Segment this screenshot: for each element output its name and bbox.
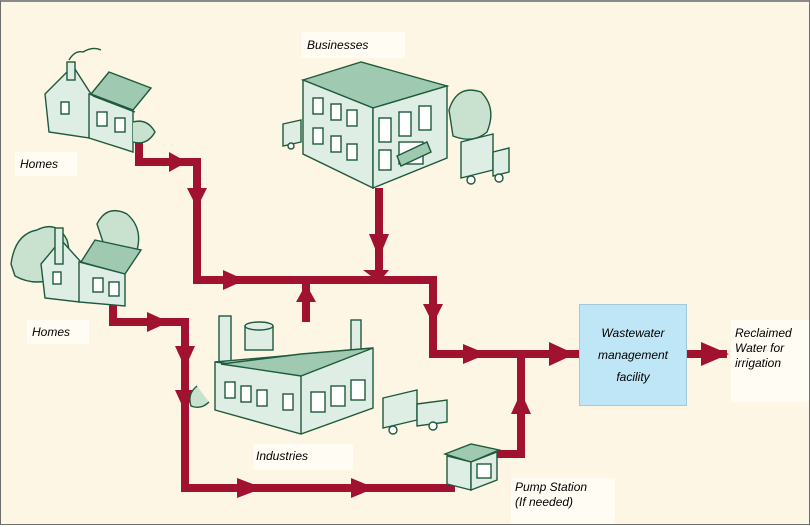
arrow-13 bbox=[237, 478, 263, 498]
arrow-14 bbox=[351, 478, 375, 498]
label-homes-bottom: Homes bbox=[29, 324, 74, 341]
office-building-icon bbox=[282, 61, 510, 190]
label-output-line1: Reclaimed bbox=[735, 326, 792, 340]
pipe-bottom-homes bbox=[109, 302, 455, 492]
truck-icon bbox=[382, 389, 448, 435]
label-industries: Industries bbox=[253, 448, 312, 465]
arrow-8 bbox=[463, 344, 487, 364]
arrow-4 bbox=[223, 270, 245, 290]
arrow-1 bbox=[169, 152, 187, 172]
facility-label-line2: management bbox=[597, 348, 669, 362]
label-pump-station-line2: (If needed) bbox=[513, 495, 590, 510]
facility-label-line1: Wastewater bbox=[601, 326, 665, 340]
arrow-5 bbox=[363, 270, 389, 282]
flow-arrows bbox=[147, 152, 729, 498]
arrow-6 bbox=[296, 284, 316, 302]
label-homes-top: Homes bbox=[17, 156, 62, 173]
label-pump-station: Pump Station (If needed) bbox=[513, 480, 590, 510]
arrow-16 bbox=[701, 342, 729, 366]
label-pump-station-line1: Pump Station bbox=[513, 480, 590, 495]
pump-station-icon bbox=[442, 443, 502, 492]
arrow-2 bbox=[187, 188, 207, 208]
house-icon bbox=[44, 47, 156, 153]
label-businesses: Businesses bbox=[304, 37, 372, 54]
pipe-top-homes bbox=[135, 142, 521, 358]
arrow-11 bbox=[175, 346, 195, 368]
label-output-line2: Water for bbox=[735, 341, 785, 355]
truck-icon bbox=[282, 119, 302, 150]
label-output-line3: irrigation bbox=[735, 356, 782, 370]
arrow-10 bbox=[147, 312, 169, 332]
tree-icon bbox=[448, 89, 492, 140]
wastewater-facility-box: Wastewater management facility bbox=[579, 304, 687, 406]
factory-icon bbox=[189, 315, 448, 435]
house-icon bbox=[10, 210, 143, 307]
label-reclaimed-water: Reclaimed Water for irrigation bbox=[735, 326, 792, 371]
truck-icon bbox=[460, 133, 510, 185]
facility-label-line3: facility bbox=[616, 370, 650, 384]
arrow-7 bbox=[423, 304, 443, 324]
arrow-3 bbox=[369, 234, 389, 258]
arrow-9 bbox=[549, 342, 575, 366]
arrow-15 bbox=[511, 392, 531, 414]
pipe-pump bbox=[491, 350, 579, 458]
